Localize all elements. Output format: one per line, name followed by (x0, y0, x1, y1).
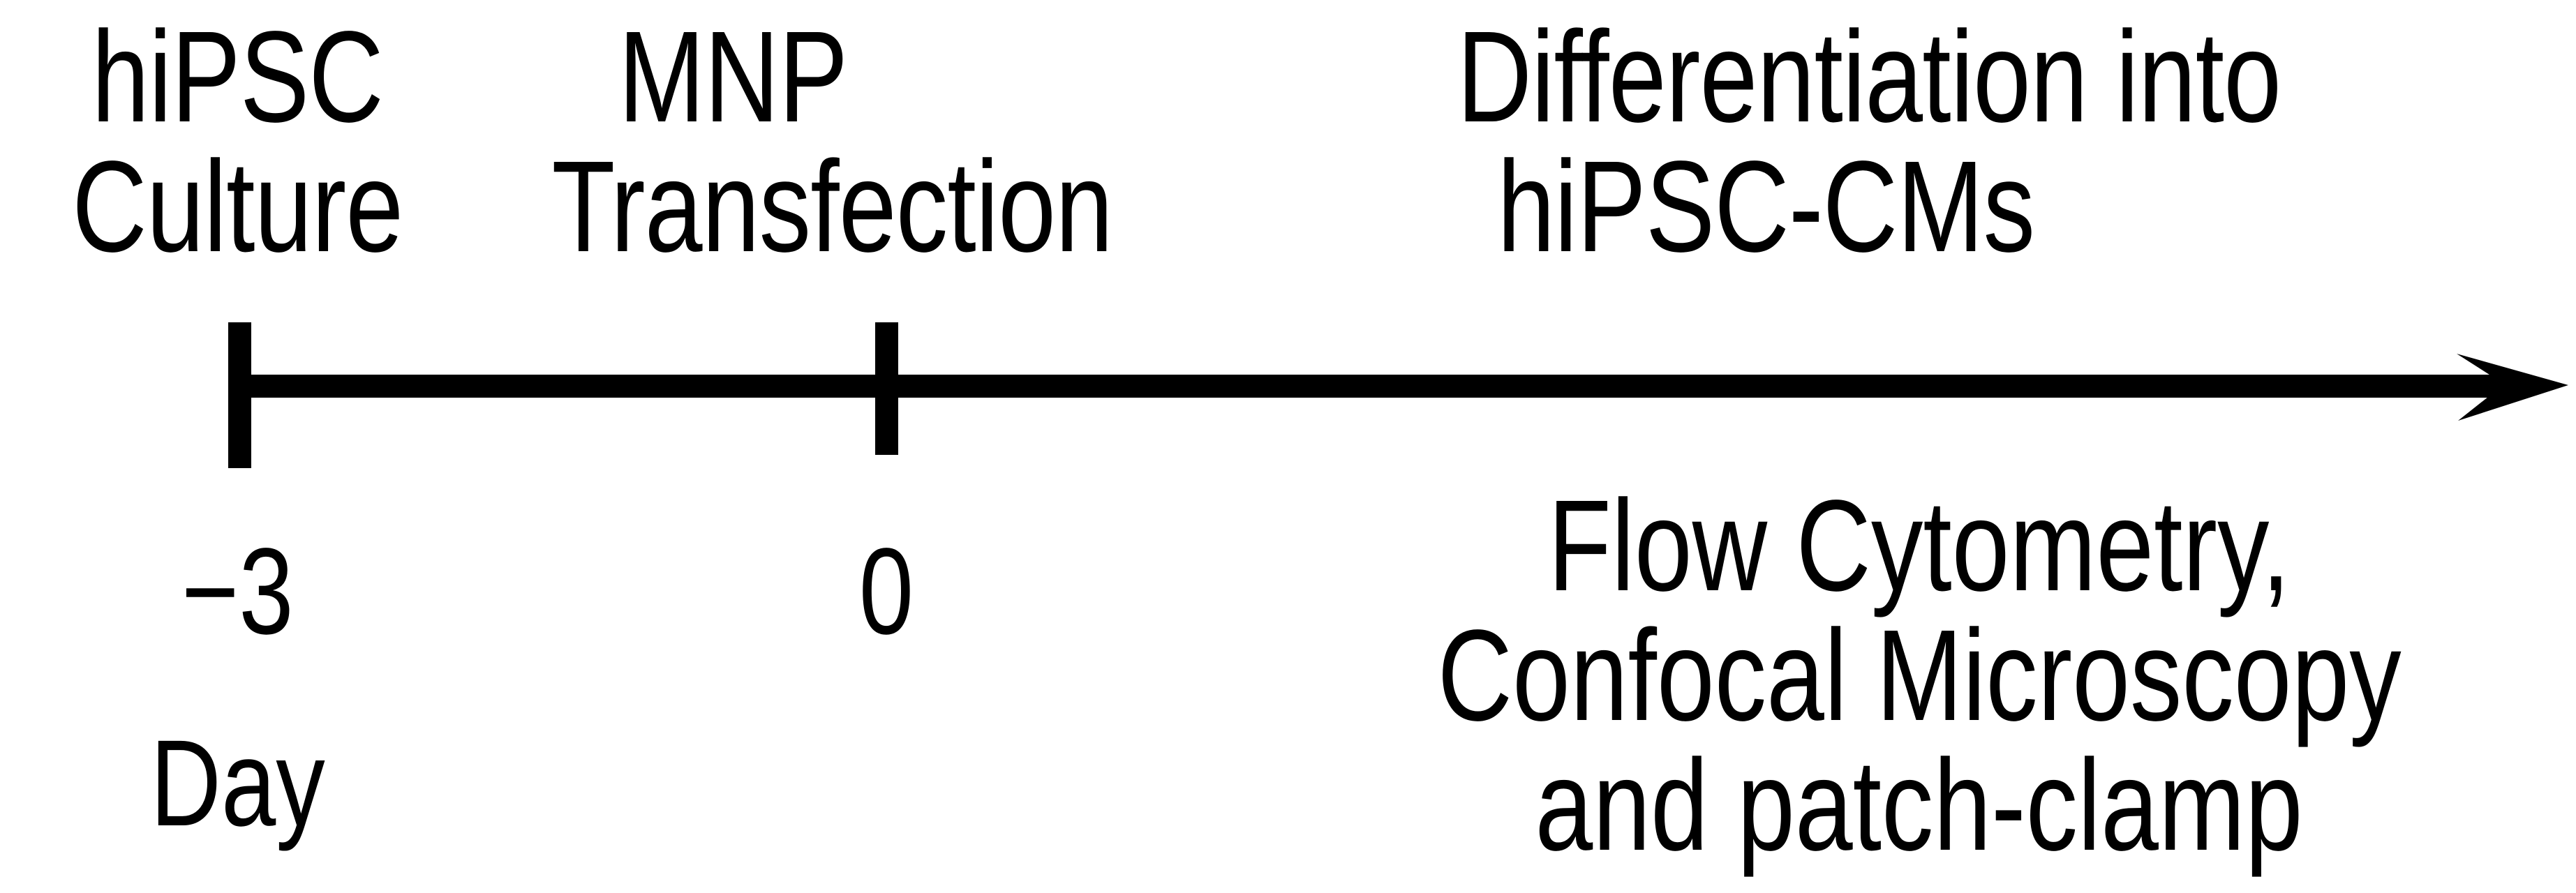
tick-label-text: −3 (181, 523, 294, 660)
tick-mark-day-0 (875, 322, 898, 455)
tick-label-day-0: 0 (782, 530, 991, 653)
stage-label-text: MNP (618, 5, 848, 149)
tick-label-day-minus-3: −3 (126, 530, 349, 653)
stage-label-line: MNP (482, 13, 984, 142)
assay-readout-text: Confocal Microscopy (1437, 603, 2402, 748)
stage-label-text: Culture (71, 135, 403, 279)
axis-unit-text: Day (149, 715, 325, 852)
stage-label-text: hiPSC-CMs (1497, 135, 2035, 279)
stage-label-hipsc-culture: hiPSC Culture (0, 13, 482, 272)
tick-mark-day-minus-3 (228, 322, 251, 468)
stage-label-differentiation: Differentiation into hiPSC-CMs (1354, 13, 2281, 272)
assay-readout-text: Flow Cytometry, (1548, 474, 2291, 618)
stage-label-line: hiPSC-CMs (1354, 142, 2177, 272)
assay-readout-line: Confocal Microscopy (1312, 611, 2526, 741)
stage-label-line: hiPSC (0, 13, 482, 142)
stage-label-line: Culture (0, 142, 482, 272)
assay-readout-line: and patch-clamp (1312, 741, 2526, 871)
stage-label-line: Transfection (482, 142, 1112, 272)
assay-readouts-block: Flow Cytometry, Confocal Microscopy and … (1312, 481, 2526, 871)
stage-label-text: hiPSC (91, 5, 384, 149)
stage-label-text: Transfection (551, 135, 1113, 279)
stage-label-text: Differentiation into (1457, 5, 2281, 149)
arrow-right-icon (2450, 345, 2568, 428)
axis-unit-label: Day (126, 722, 349, 845)
tick-label-text: 0 (858, 523, 914, 660)
stage-label-mnp-transfection: MNP Transfection (482, 13, 1112, 272)
assay-readout-line: Flow Cytometry, (1312, 481, 2526, 611)
timeline-axis-line (230, 375, 2492, 398)
stage-label-line: Differentiation into (1354, 13, 2281, 142)
assay-readout-text: and patch-clamp (1535, 733, 2304, 878)
